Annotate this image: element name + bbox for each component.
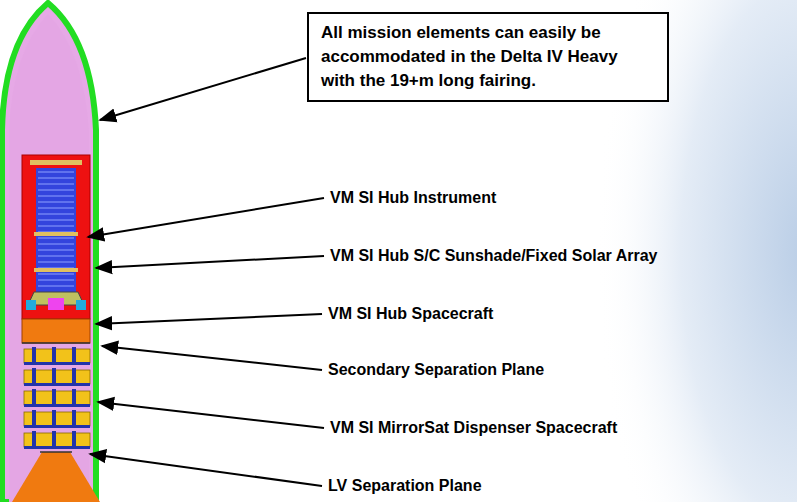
lv-adapter [12,452,100,502]
fairing-inner [9,14,89,502]
part-label: VM SI Hub Instrument [330,188,496,208]
part-label: VM SI Hub Spacecraft [328,304,493,324]
part-label: Secondary Separation Plane [328,360,544,380]
part-label: VM SI MirrorSat Dispenser Spacecraft [330,418,617,438]
mirrorsat-dispenser [24,347,90,449]
hub-sunshade [22,155,90,319]
part-label: VM SI Hub S/C Sunshade/Fixed Solar Array [330,246,657,266]
fairing [2,3,96,502]
leader-lines [88,58,324,486]
hub-spacecraft [22,319,90,343]
hub-instrument [36,168,76,292]
callout-box: All mission elements can easily be accom… [307,12,669,102]
callout-text: All mission elements can easily be accom… [309,14,667,100]
part-label: LV Separation Plane [328,476,482,496]
